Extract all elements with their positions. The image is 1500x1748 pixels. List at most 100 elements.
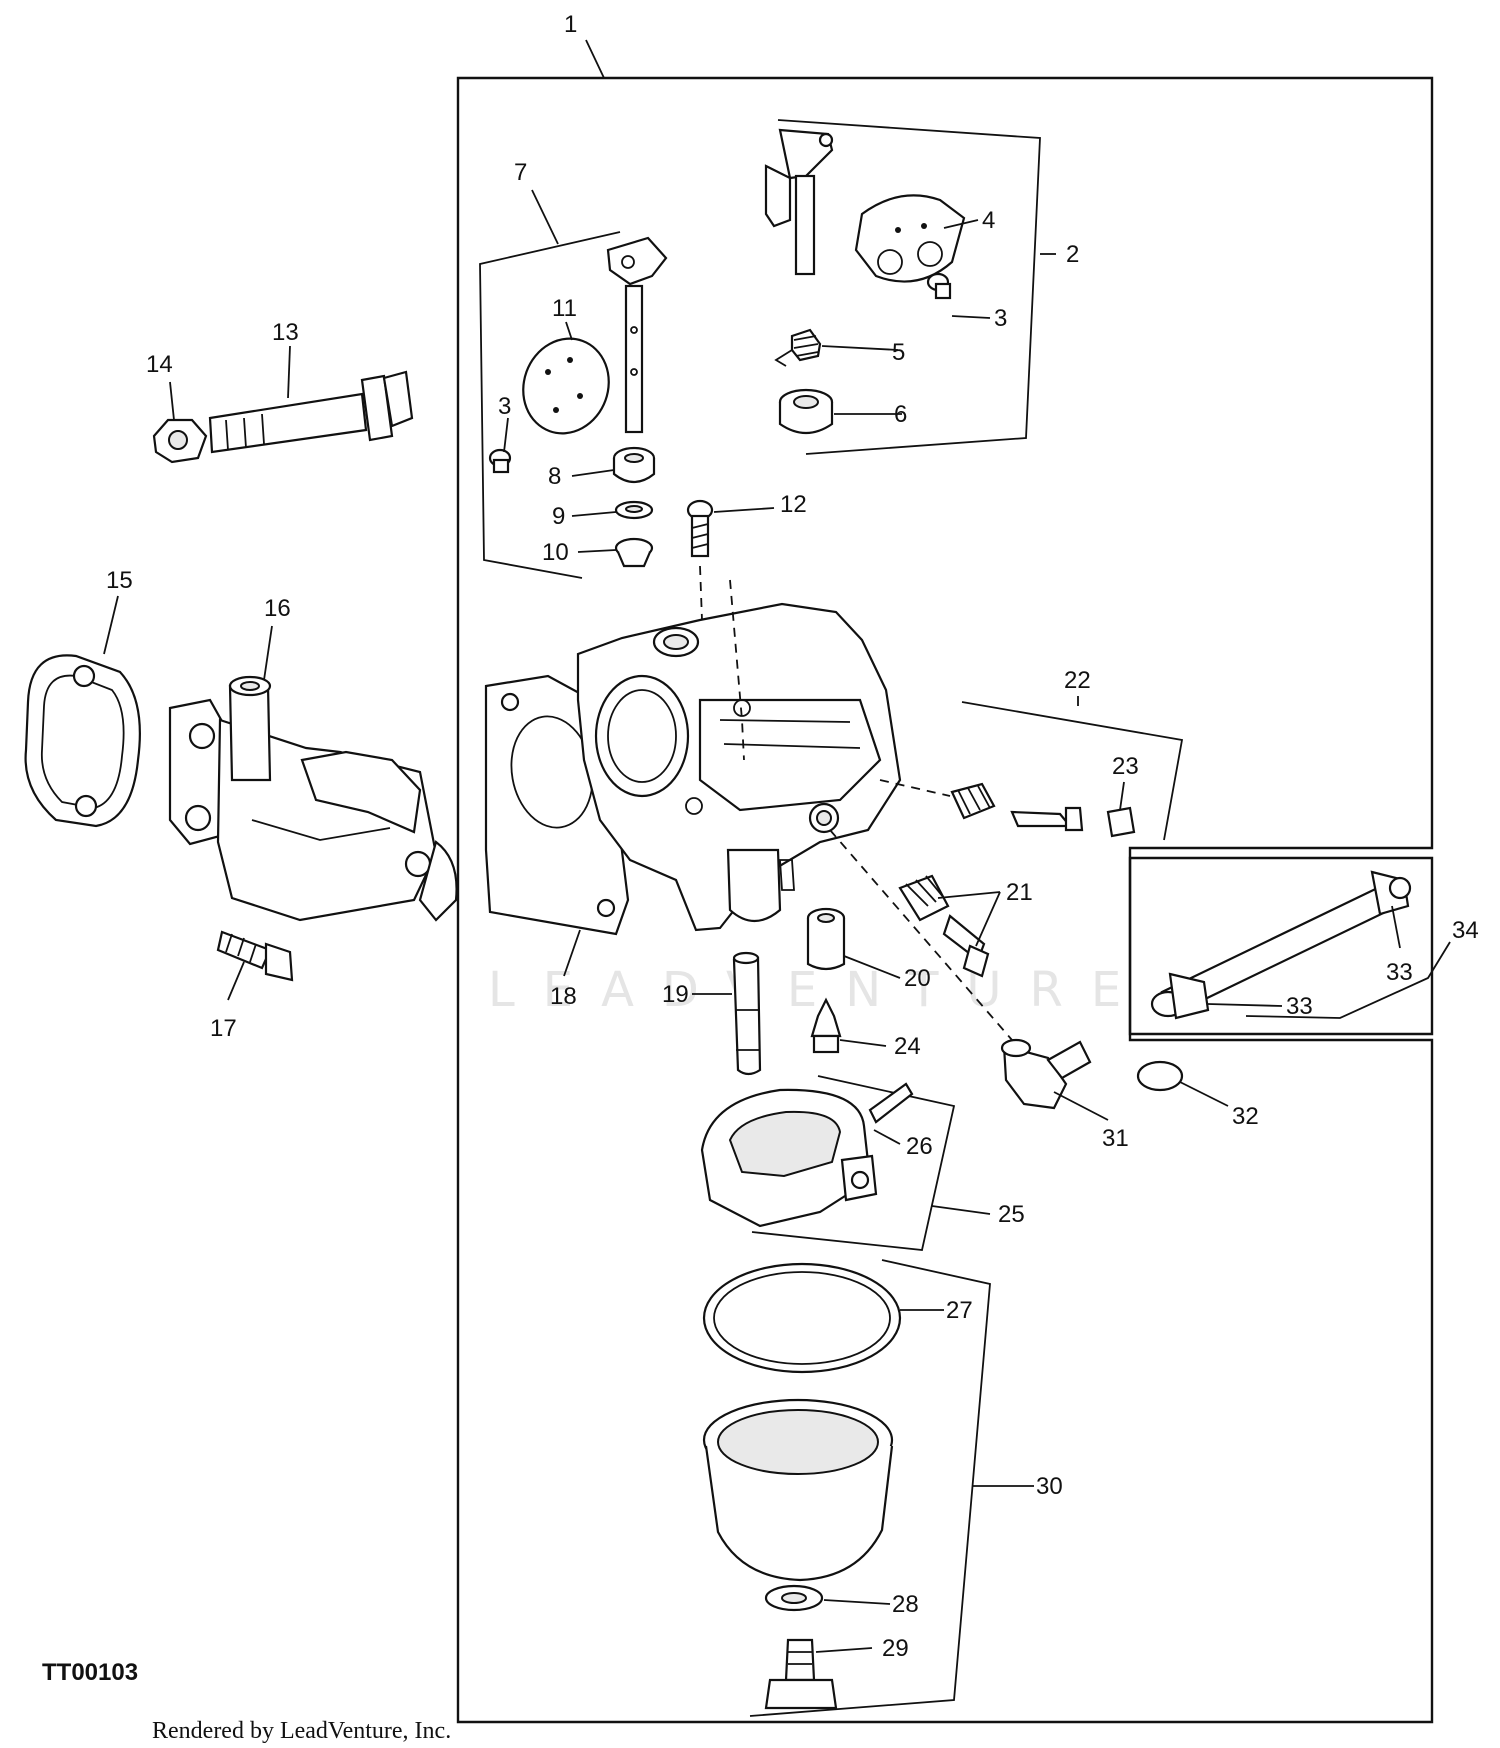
idle-screw	[686, 499, 714, 558]
fuel-line	[1150, 870, 1412, 1020]
leader-9	[571, 511, 617, 517]
leader-15	[103, 595, 119, 655]
washer-28	[764, 1584, 824, 1612]
needle-assembly-22	[950, 782, 1136, 838]
callout-19: 19	[662, 981, 689, 1008]
leader-8	[571, 469, 615, 477]
callout-10: 10	[542, 539, 569, 566]
callout-18: 18	[550, 983, 577, 1010]
callout-30: 30	[1036, 1473, 1063, 1500]
seal-10	[614, 537, 654, 568]
callout-27: 27	[946, 1297, 973, 1324]
callout-16: 16	[264, 595, 291, 622]
callout-4: 4	[982, 207, 995, 234]
callout-17: 17	[210, 1015, 237, 1042]
leader-25	[931, 1205, 991, 1215]
float	[700, 1088, 878, 1228]
screw-3-upper	[926, 272, 952, 300]
leader-1	[585, 39, 605, 79]
callout-29: 29	[882, 1635, 909, 1662]
callout-32: 32	[1232, 1103, 1259, 1130]
fuel-line-frame	[1128, 856, 1434, 1036]
callout-28: 28	[892, 1591, 919, 1618]
leader-3b	[503, 417, 509, 453]
bracket-25	[751, 1075, 956, 1251]
leader-21	[937, 891, 1001, 947]
intake-elbow	[168, 675, 458, 922]
drain-screw	[764, 1638, 838, 1710]
throttle-shaft	[764, 128, 834, 276]
leader-31	[1053, 1091, 1109, 1121]
callout-1: 1	[564, 11, 577, 38]
callout-24: 24	[894, 1033, 921, 1060]
leader-16	[263, 625, 273, 681]
callout-7: 7	[514, 159, 527, 186]
assembly-frame	[456, 76, 1434, 1724]
bracket-7	[479, 231, 621, 579]
callout-33-lower: 33	[1286, 993, 1313, 1020]
callout-13: 13	[272, 319, 299, 346]
throttle-spring	[774, 328, 822, 367]
cap-32	[1136, 1060, 1184, 1092]
callout-6: 6	[894, 401, 907, 428]
leader-5	[821, 345, 899, 351]
credit-line: Rendered by LeadVenture, Inc.	[152, 1718, 451, 1744]
leader-12	[713, 507, 775, 513]
choke-shaft	[606, 236, 668, 434]
callout-5: 5	[892, 339, 905, 366]
jet-20	[806, 907, 846, 971]
float-bowl	[702, 1398, 894, 1582]
leader-3a	[951, 315, 991, 319]
callout-2: 2	[1066, 241, 1079, 268]
leader-29	[815, 1647, 873, 1653]
washer-9	[614, 500, 654, 520]
callout-9: 9	[552, 503, 565, 530]
bushing-6	[778, 388, 834, 435]
throttle-plate	[854, 194, 966, 283]
float-pin	[868, 1082, 914, 1124]
callout-34: 34	[1452, 917, 1479, 944]
callout-31: 31	[1102, 1125, 1129, 1152]
leader-14	[169, 381, 175, 421]
carburetor-body	[576, 602, 902, 932]
callout-3-upper: 3	[994, 305, 1007, 332]
o-ring	[702, 1262, 902, 1374]
callout-21: 21	[1006, 879, 1033, 906]
callout-11: 11	[552, 295, 577, 322]
leader-20	[843, 955, 901, 979]
elbow-fitting	[1000, 1038, 1092, 1110]
callout-15: 15	[106, 567, 133, 594]
main-nozzle	[732, 951, 762, 1076]
screw-17	[216, 930, 294, 982]
choke-plate	[522, 337, 610, 435]
bushing-8	[612, 446, 656, 484]
leader-32	[1179, 1081, 1229, 1107]
callout-20: 20	[904, 965, 931, 992]
bracket-2	[777, 119, 1041, 455]
callout-33-upper: 33	[1386, 959, 1413, 986]
leader-10	[577, 549, 617, 553]
callout-14: 14	[146, 351, 173, 378]
leader-26	[873, 1129, 901, 1145]
leader-33b	[1391, 905, 1401, 949]
callout-26: 26	[906, 1133, 933, 1160]
callout-22: 22	[1064, 667, 1091, 694]
centerline-idle-b	[729, 579, 745, 761]
centerline-idle	[699, 565, 703, 621]
callout-3-lower: 3	[498, 393, 511, 420]
leader-13	[287, 345, 291, 399]
bracket-30	[749, 1259, 991, 1717]
leader-34	[1245, 941, 1451, 1019]
callout-23: 23	[1112, 753, 1139, 780]
leader-17	[227, 961, 245, 1001]
spring-screw-21	[898, 874, 990, 978]
callout-25: 25	[998, 1201, 1025, 1228]
leader-7	[531, 189, 559, 245]
screw-3-lower	[488, 448, 512, 474]
inlet-needle	[810, 997, 842, 1054]
centerline-needle	[879, 779, 951, 797]
leader-33a	[1207, 1003, 1283, 1007]
fitting-13	[208, 370, 414, 454]
leader-11	[565, 321, 573, 341]
